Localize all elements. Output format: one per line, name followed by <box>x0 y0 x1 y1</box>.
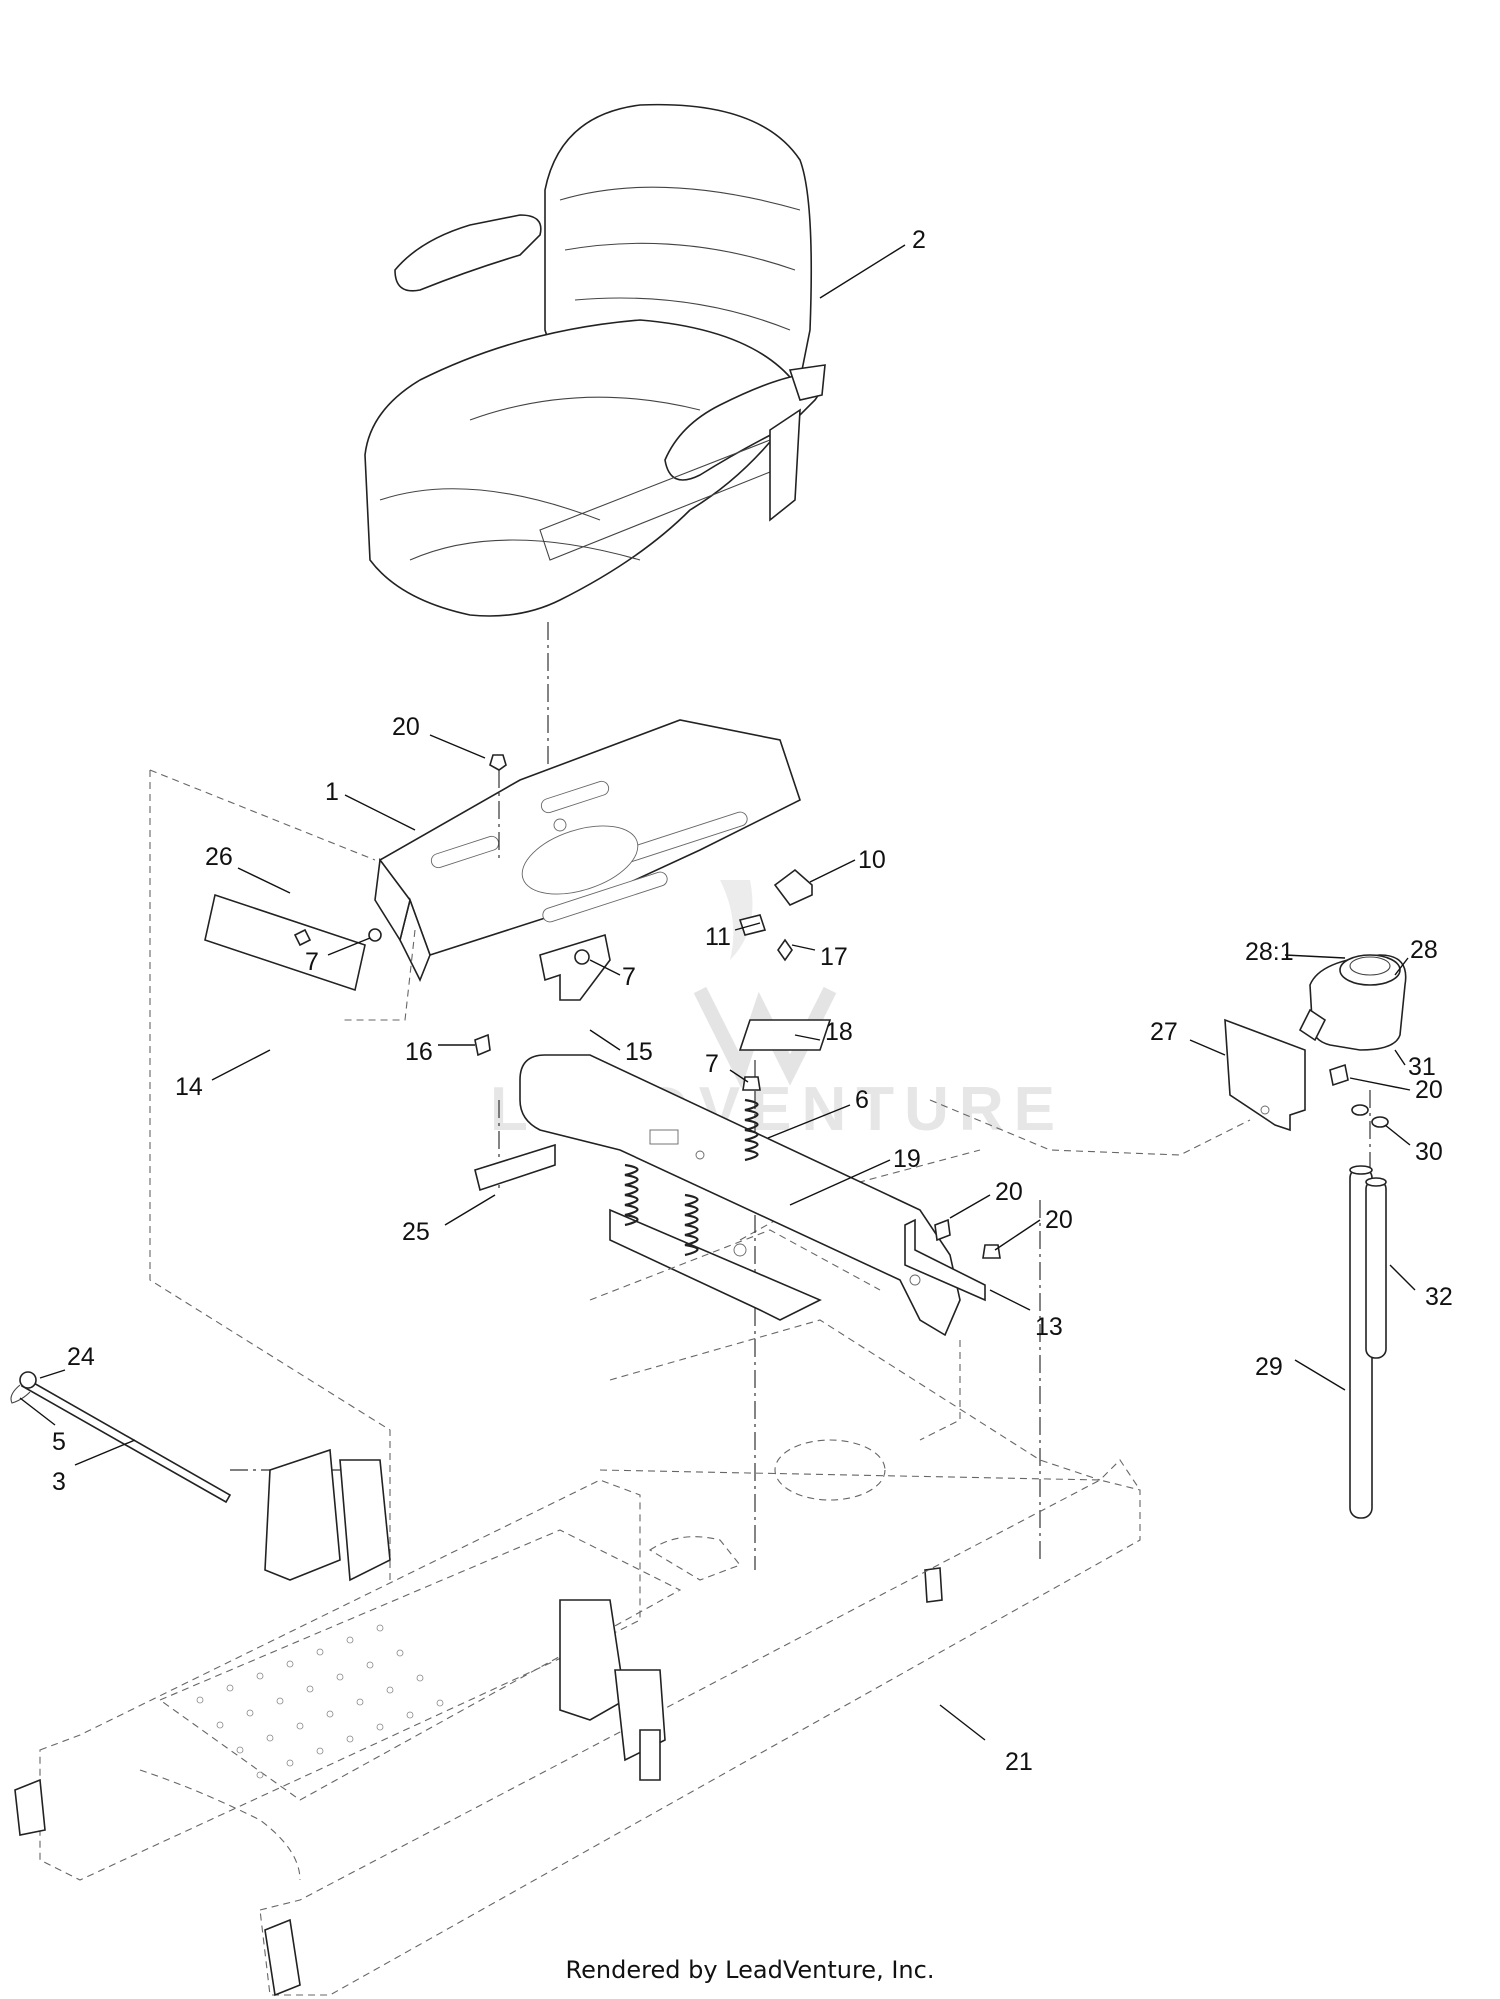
bracket-13-icon <box>904 1218 986 1302</box>
footer-credit: Rendered by LeadVenture, Inc. <box>565 1956 935 1984</box>
seat-plate-icon <box>374 719 801 982</box>
callout-18: 18 <box>825 1018 853 1046</box>
callout-16: 16 <box>405 1038 433 1066</box>
suspension-frame-icon <box>519 1054 961 1337</box>
callout-20: 20 <box>392 713 420 741</box>
callout-15: 15 <box>625 1038 653 1066</box>
callout-28: 28 <box>1410 936 1438 964</box>
callout-27: 27 <box>1150 1018 1178 1046</box>
bracket-15-icon <box>539 933 611 1001</box>
callout-14: 14 <box>175 1073 203 1101</box>
callout-17: 17 <box>820 943 848 971</box>
callout-32: 32 <box>1425 1283 1453 1311</box>
bolt-icon <box>293 754 1349 1603</box>
leader-lines <box>19 244 1416 1741</box>
clamp-30-icon <box>1351 1104 1389 1128</box>
decal-14-icon <box>204 893 366 992</box>
callout-24: 24 <box>67 1343 95 1371</box>
seat-icon <box>364 103 826 617</box>
callout-labels: 2 20 1 26 10 7 7 11 17 16 15 14 7 18 6 2… <box>52 226 1453 1776</box>
tube-icon <box>1349 1165 1387 1519</box>
callout-10: 10 <box>858 846 886 874</box>
bracket-10-icon <box>738 868 813 962</box>
callout-20: 20 <box>1415 1076 1443 1104</box>
callout-7: 7 <box>705 1050 719 1078</box>
callout-30: 30 <box>1415 1138 1443 1166</box>
callout-29: 29 <box>1255 1353 1283 1381</box>
callout-19: 19 <box>893 1145 921 1173</box>
callout-26: 26 <box>205 843 233 871</box>
bracket-27-icon <box>1224 1018 1306 1132</box>
callout-25: 25 <box>402 1218 430 1246</box>
callout-31: 31 <box>1408 1053 1436 1081</box>
callout-7: 7 <box>305 948 319 976</box>
decal-18-icon <box>738 1019 832 1051</box>
callout-1: 1 <box>325 778 339 806</box>
callout-5: 5 <box>52 1428 66 1456</box>
callout-20: 20 <box>995 1178 1023 1206</box>
reservoir-icon <box>1298 954 1407 1051</box>
floor-perforations <box>196 1624 444 1779</box>
callout-13: 13 <box>1035 1313 1063 1341</box>
callout-7: 7 <box>622 963 636 991</box>
callout-21: 21 <box>1005 1748 1033 1776</box>
callout-20: 20 <box>1045 1206 1073 1234</box>
spring-icon <box>624 1098 759 1257</box>
callout-3: 3 <box>52 1468 66 1496</box>
bracket-25-icon <box>474 1143 556 1192</box>
callout-2: 2 <box>912 226 926 254</box>
callout-28-1: 28:1 <box>1245 938 1294 966</box>
callout-6: 6 <box>855 1086 869 1114</box>
rod-icon <box>10 1371 232 1504</box>
callout-11: 11 <box>705 923 731 951</box>
frame-chassis-icon <box>14 1229 1141 1997</box>
phantom-lines <box>149 769 1371 1580</box>
